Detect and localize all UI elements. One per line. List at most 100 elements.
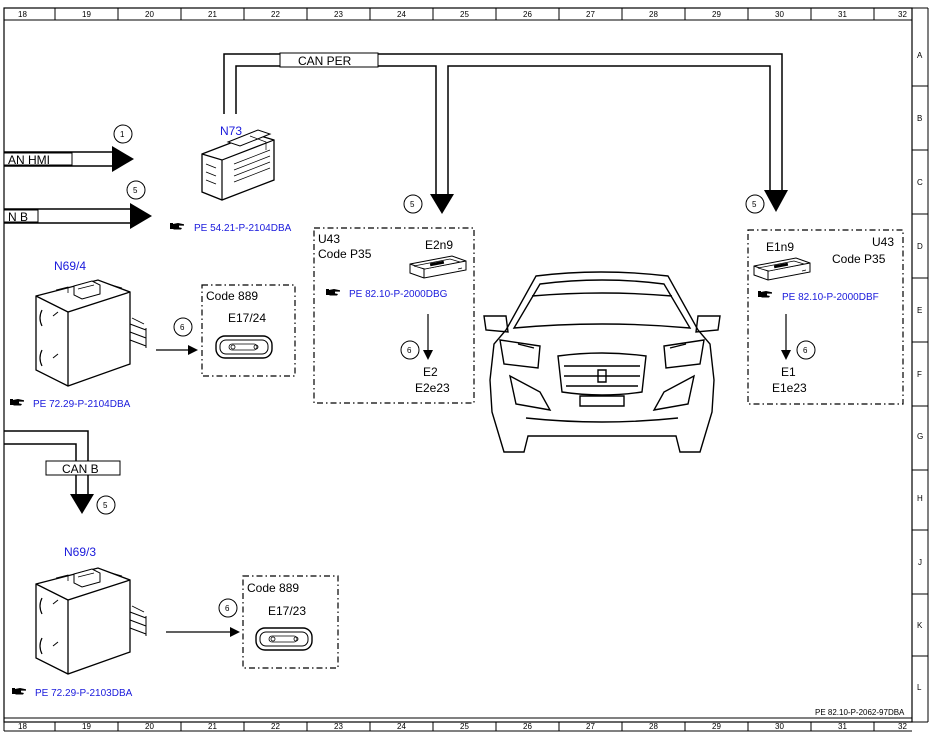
column-label: 22 (271, 722, 280, 731)
u43-code: Code P35 (318, 247, 372, 261)
hand-pointer-icon (170, 223, 184, 230)
e2-label: E2 (423, 365, 438, 379)
column-label: 28 (649, 722, 658, 731)
column-label: 32 (898, 722, 907, 731)
callout-6: 6 (796, 340, 816, 360)
hand-pointer-icon (326, 289, 340, 296)
column-label: 29 (712, 722, 721, 731)
hand-pointer-icon (758, 291, 772, 298)
e1-label: E1 (781, 365, 796, 379)
svg-text:5: 5 (103, 501, 108, 510)
lamp-e17-23-group: Code 889 E17/23 (242, 575, 339, 669)
row-label: A (917, 51, 923, 60)
row-label: K (917, 621, 923, 630)
e2e23-label: E2e23 (415, 381, 450, 395)
can-per-bus (223, 53, 783, 194)
e1n9-module (753, 257, 811, 281)
column-label: 21 (208, 10, 217, 19)
svg-text:5: 5 (752, 200, 757, 209)
arrow-right-icon (188, 345, 198, 355)
u43-right-group: U43 Code P35 E1n9 PE 82.10-P-2000DBF E1 … (747, 229, 904, 405)
lamp-e17-24 (215, 335, 273, 359)
n69-4-module: N69/4 PE 72.29-P-2104DBA (10, 259, 147, 410)
callout-6: 6 (400, 340, 420, 360)
svg-text:6: 6 (225, 604, 230, 613)
callout-5: 5 (96, 495, 116, 515)
column-label: 30 (775, 10, 784, 19)
column-labels-top: 18 19 20 21 22 23 24 25 26 27 28 29 30 3… (18, 10, 907, 19)
can-b-lower-label-box (45, 460, 121, 476)
n73-module: N73 PE 54.21-P-2104DBA (170, 124, 292, 234)
can-b-upper-bus (4, 208, 130, 224)
code-label: Code 889 (247, 581, 299, 595)
u43-title: U43 (872, 235, 894, 249)
row-label: F (917, 370, 922, 379)
can-hmi-label: AN HMI (8, 153, 50, 167)
row-label: D (917, 242, 923, 251)
arrow-right-icon (130, 203, 152, 229)
drawing-frame (3, 7, 929, 732)
hand-pointer-icon (10, 399, 24, 406)
lamp-e17-24-group: Code 889 E17/24 (201, 284, 296, 377)
row-label: G (917, 432, 923, 441)
row-label: B (917, 114, 922, 123)
n69-4-ref[interactable]: PE 72.29-P-2104DBA (33, 399, 131, 410)
callout-5: 5 (403, 194, 423, 214)
n69-3-ref[interactable]: PE 72.29-P-2103DBA (35, 688, 133, 699)
column-label: 27 (586, 722, 595, 731)
e1n9-label: E1n9 (766, 240, 794, 254)
column-label: 22 (271, 10, 280, 19)
column-label: 31 (838, 722, 847, 731)
n69-3-control-unit (35, 567, 147, 675)
e17-23-label: E17/23 (268, 604, 306, 618)
u43-right-ref[interactable]: PE 82.10-P-2000DBF (782, 292, 879, 303)
row-label: H (917, 494, 923, 503)
can-b-upper-label: N B (8, 210, 28, 224)
n73-ref[interactable]: PE 54.21-P-2104DBA (194, 223, 292, 234)
e2n9-label: E2n9 (425, 238, 453, 252)
callout-5: 5 (126, 180, 146, 200)
column-label: 25 (460, 722, 469, 731)
svg-text:5: 5 (410, 200, 415, 209)
callout-6: 6 (173, 317, 193, 337)
column-label: 25 (460, 10, 469, 19)
column-label: 21 (208, 722, 217, 731)
n69-3-label: N69/3 (64, 545, 96, 559)
column-label: 24 (397, 10, 406, 19)
column-label: 28 (649, 10, 658, 19)
n73-label: N73 (220, 124, 242, 138)
e2n9-module (409, 255, 467, 279)
n69-4-label: N69/4 (54, 259, 86, 273)
column-ticks (54, 8, 875, 731)
column-label: 18 (18, 722, 27, 731)
arrow-down-icon (70, 494, 94, 514)
row-ticks (912, 85, 928, 657)
column-label: 19 (82, 10, 91, 19)
column-label: 23 (334, 722, 343, 731)
svg-text:6: 6 (180, 323, 185, 332)
can-per-label-box (279, 52, 379, 68)
column-label: 32 (898, 10, 907, 19)
hand-pointer-icon (12, 688, 26, 695)
u43-left-ref[interactable]: PE 82.10-P-2000DBG (349, 289, 448, 300)
u43-code: Code P35 (832, 252, 886, 266)
svg-text:6: 6 (407, 346, 412, 355)
svg-text:6: 6 (803, 346, 808, 355)
arrow-down-icon (430, 194, 454, 214)
arrow-right-icon (112, 146, 134, 172)
code-label: Code 889 (206, 289, 258, 303)
arrow-down-icon (781, 350, 791, 360)
can-per-label: CAN PER (298, 54, 352, 68)
row-label: E (917, 306, 922, 315)
row-label: C (917, 178, 923, 187)
row-labels: A B C D E F G H J K L (917, 51, 923, 692)
column-labels-bottom: 18 19 20 21 22 23 24 25 26 27 28 29 30 3… (18, 722, 907, 731)
arrow-down-icon (764, 190, 788, 212)
column-label: 26 (523, 10, 532, 19)
column-label: 19 (82, 722, 91, 731)
n69-4-control-unit (35, 279, 147, 387)
column-label: 26 (523, 722, 532, 731)
column-label: 30 (775, 722, 784, 731)
column-label: 18 (18, 10, 27, 19)
